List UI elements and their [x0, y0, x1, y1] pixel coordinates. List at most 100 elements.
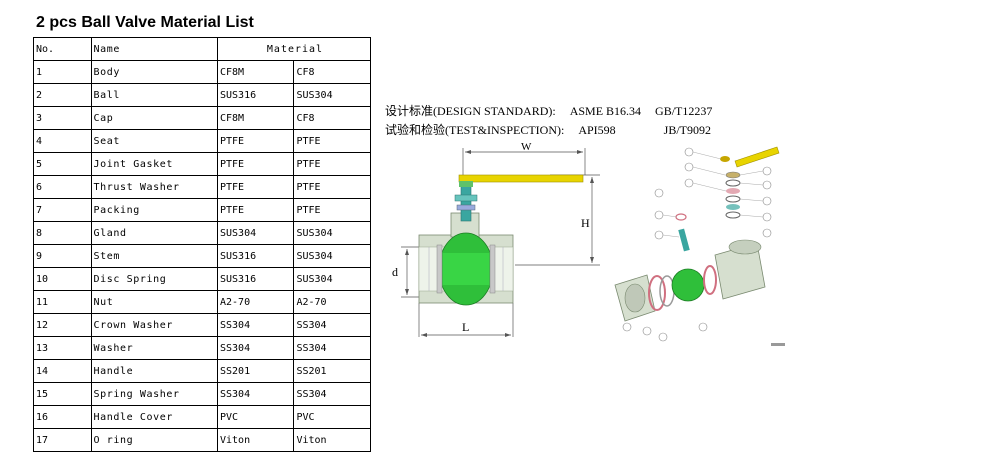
- cell-no: 14: [33, 359, 92, 383]
- cell-no: 10: [33, 267, 92, 291]
- cell-material-1: SS304: [216, 382, 295, 406]
- cell-name: Cap: [90, 106, 218, 130]
- cell-material-1: SUS304: [216, 221, 295, 245]
- cell-material-2: SS304: [293, 336, 371, 360]
- cell-material-1: SUS316: [216, 267, 295, 291]
- cell-no: 4: [33, 129, 92, 153]
- dim-w-label: W: [521, 141, 532, 153]
- design-standard-line: 设计标准(DESIGN STANDARD): ASME B16.34 GB/T122…: [385, 102, 712, 119]
- cell-material-1: CF8M: [216, 60, 295, 84]
- table-header-row: No. Name Material: [33, 37, 372, 61]
- cell-name: Body: [90, 60, 218, 84]
- cell-material-1: SS304: [216, 336, 295, 360]
- cell-no: 11: [33, 290, 92, 314]
- header-material: Material: [216, 37, 372, 61]
- cell-material-2: PTFE: [293, 175, 371, 199]
- valve-exploded-view: [614, 146, 785, 346]
- cell-material-2: SUS304: [293, 267, 371, 291]
- cell-material-2: PTFE: [293, 129, 371, 153]
- cell-no: 8: [33, 221, 92, 245]
- cell-material-1: PTFE: [216, 175, 295, 199]
- cell-no: 17: [33, 428, 92, 452]
- cell-name: Crown Washer: [90, 313, 218, 337]
- cell-name: Handle Cover: [90, 405, 218, 429]
- cell-name: Joint Gasket: [90, 152, 218, 176]
- cell-no: 5: [33, 152, 92, 176]
- cell-material-1: PTFE: [216, 198, 295, 222]
- design-standard-label: 设计标准(DESIGN STANDARD):: [385, 104, 556, 118]
- cell-name: Nut: [90, 290, 218, 314]
- cell-material-2: SS201: [293, 359, 371, 383]
- test-inspection-line: 试验和检验(TEST&INSPECTION): API598 JB/T9092: [385, 121, 711, 138]
- dim-l-label: L: [462, 320, 469, 334]
- cell-material-1: A2-70: [216, 290, 295, 314]
- cell-name: Ball: [90, 83, 218, 107]
- cell-material-1: PVC: [216, 405, 295, 429]
- cell-name: O ring: [90, 428, 218, 452]
- cell-material-2: SUS304: [293, 83, 371, 107]
- cell-no: 1: [33, 60, 92, 84]
- header-no: No.: [33, 37, 92, 61]
- design-standard-value-1: ASME B16.34: [569, 104, 642, 118]
- cell-material-1: Viton: [216, 428, 295, 452]
- cell-material-2: A2-70: [293, 290, 371, 314]
- cell-no: 3: [33, 106, 92, 130]
- cell-name: Disc Spring: [90, 267, 218, 291]
- cell-name: Packing: [90, 198, 218, 222]
- cell-material-2: CF8: [293, 60, 371, 84]
- cell-material-1: SUS316: [216, 244, 295, 268]
- cell-material-1: SS201: [216, 359, 295, 383]
- cell-material-2: Viton: [293, 428, 371, 452]
- header-name: Name: [90, 37, 218, 61]
- cell-name: Handle: [90, 359, 218, 383]
- valve-drawing: W H d L: [392, 141, 785, 346]
- valve-section-view: W H d L: [392, 141, 600, 337]
- cell-name: Washer: [90, 336, 218, 360]
- test-inspection-label: 试验和检验(TEST&INSPECTION):: [385, 123, 565, 137]
- cell-no: 16: [33, 405, 92, 429]
- cell-no: 15: [33, 382, 92, 406]
- cell-material-1: SS304: [216, 313, 295, 337]
- cell-no: 2: [33, 83, 92, 107]
- design-standard-value-2: GB/T12237: [655, 104, 713, 118]
- cell-material-2: SS304: [293, 313, 371, 337]
- cell-name: Seat: [90, 129, 218, 153]
- page-title: 2 pcs Ball Valve Material List: [36, 14, 254, 31]
- cell-no: 9: [33, 244, 92, 268]
- cell-material-2: CF8: [293, 106, 371, 130]
- dim-h-label: H: [581, 216, 590, 230]
- cell-name: Spring Washer: [90, 382, 218, 406]
- cell-material-1: CF8M: [216, 106, 295, 130]
- cell-no: 12: [33, 313, 92, 337]
- cell-material-2: PTFE: [293, 152, 371, 176]
- cell-material-2: SS304: [293, 382, 371, 406]
- dim-d-label: d: [392, 265, 398, 279]
- cell-no: 13: [33, 336, 92, 360]
- cell-material-2: PVC: [293, 405, 371, 429]
- cell-name: Gland: [90, 221, 218, 245]
- test-inspection-value-2: JB/T9092: [663, 123, 712, 137]
- cell-name: Thrust Washer: [90, 175, 218, 199]
- cell-name: Stem: [90, 244, 218, 268]
- cell-material-2: PTFE: [293, 198, 371, 222]
- test-inspection-value-1: API598: [578, 123, 616, 137]
- cell-material-1: SUS316: [216, 83, 295, 107]
- cell-material-2: SUS304: [293, 244, 371, 268]
